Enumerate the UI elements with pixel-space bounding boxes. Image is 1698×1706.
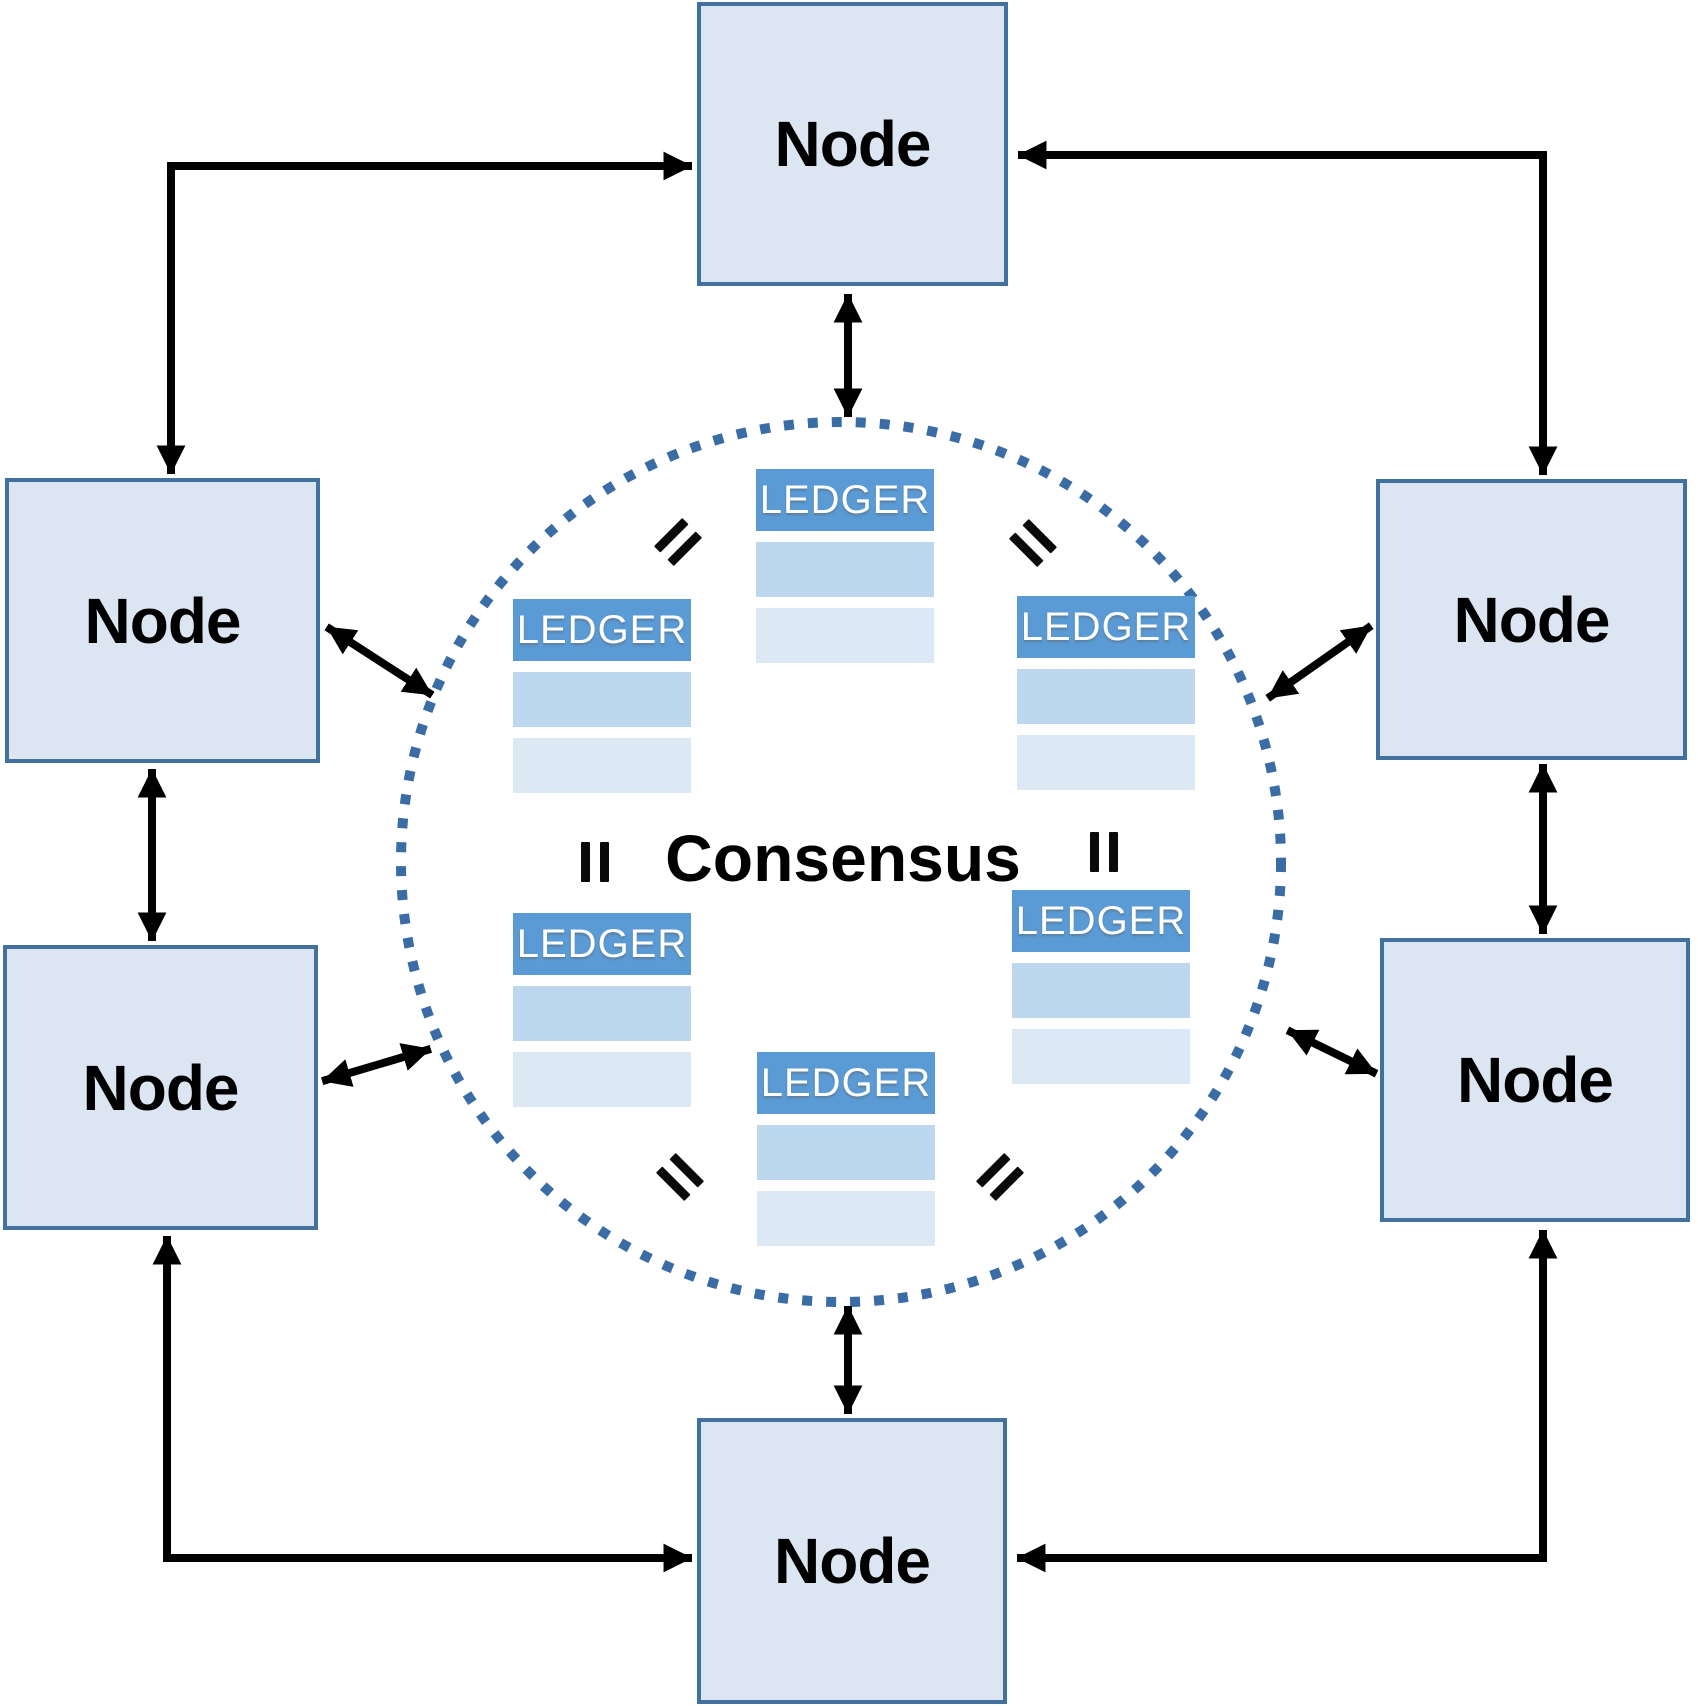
ledger-title: LEDGER: [513, 599, 691, 661]
equals-bar: [1090, 832, 1099, 872]
node-left-lower: Node: [3, 945, 318, 1230]
ledger-right-lower: LEDGER: [1012, 890, 1190, 1084]
ledger-title: LEDGER: [1012, 890, 1190, 952]
ledger-top-center: LEDGER: [756, 469, 934, 663]
ledger-title: LEDGER: [756, 469, 934, 531]
ledger-left-upper: LEDGER: [513, 599, 691, 793]
node-right-lower: Node: [1380, 938, 1690, 1222]
equals-bar: [600, 842, 609, 882]
node-bottom: Node: [697, 1418, 1007, 1704]
ledger-row: [1017, 669, 1195, 724]
ledger-row: [1017, 735, 1195, 790]
ledger-row: [1012, 1029, 1190, 1084]
ledger-row: [1012, 963, 1190, 1018]
arrow-leftupper-to-circle: [324, 623, 435, 699]
node-top: Node: [697, 2, 1008, 286]
ledger-row: [757, 1125, 935, 1180]
node-right-upper: Node: [1376, 479, 1687, 760]
equals-icon: [1090, 832, 1118, 872]
ledger-right-upper: LEDGER: [1017, 596, 1195, 790]
ledger-row: [513, 672, 691, 727]
arrow-leftlower-to-circle: [321, 1043, 432, 1087]
arrow-rightupper-to-circle: [1265, 622, 1374, 702]
ledger-row: [513, 738, 691, 793]
equals-icon: [581, 842, 609, 882]
equals-bar: [581, 842, 590, 882]
arrow-rightlower-to-circle: [1285, 1026, 1379, 1078]
node-left-upper: Node: [5, 478, 320, 763]
ledger-title: LEDGER: [513, 913, 691, 975]
ledger-title: LEDGER: [1017, 596, 1195, 658]
ledger-row: [756, 542, 934, 597]
ledger-row: [513, 986, 691, 1041]
ledger-row: [756, 608, 934, 663]
ledger-bottom-center: LEDGER: [757, 1052, 935, 1246]
ledger-row: [757, 1191, 935, 1246]
equals-bar: [1109, 832, 1118, 872]
ledger-title: LEDGER: [757, 1052, 935, 1114]
consensus-label: Consensus: [665, 821, 1021, 895]
ledger-left-lower: LEDGER: [513, 913, 691, 1107]
ledger-row: [513, 1052, 691, 1107]
consensus-circle: [396, 417, 1286, 1307]
